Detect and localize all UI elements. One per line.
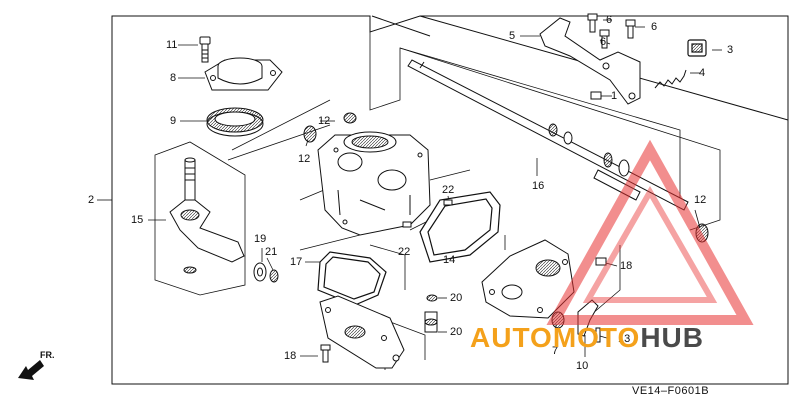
part-3-grommet	[687, 39, 707, 57]
label-19: 19	[254, 233, 267, 245]
part-4-spring	[654, 69, 687, 89]
part-22-pin	[402, 199, 453, 228]
figure-code: VE14–F0601B	[632, 385, 710, 397]
label-12c: 12	[694, 194, 707, 206]
watermark-part3: HUB	[640, 322, 704, 353]
label-12b: 12	[298, 153, 311, 165]
part-19-washer	[253, 262, 267, 282]
part-17-gasket	[317, 251, 387, 306]
watermark-part2: MOTO	[552, 322, 641, 353]
label-2: 2	[88, 194, 95, 206]
label-6b: 6	[600, 36, 607, 48]
label-8: 8	[170, 72, 177, 84]
part-14-gasket	[419, 191, 501, 263]
label-6c: 6	[651, 21, 658, 33]
label-12a: 12	[318, 115, 331, 127]
label-9: 9	[170, 115, 177, 127]
transmission-housing	[317, 131, 431, 236]
label-21: 21	[265, 246, 278, 258]
label-6a: 6	[606, 14, 613, 26]
watermark-part1: AUTO	[470, 322, 553, 353]
part-9-seal	[206, 107, 264, 137]
label-13: 13	[618, 333, 631, 345]
label-14: 14	[443, 254, 456, 266]
watermark-text: AUTOMOTOHUB	[470, 322, 704, 354]
label-22a: 22	[442, 184, 455, 196]
label-11: 11	[166, 39, 178, 51]
right-cover	[481, 239, 575, 319]
watermark-logo	[546, 139, 754, 325]
label-1: 1	[611, 90, 618, 102]
part-1-bolt	[590, 91, 602, 100]
part-21-washer	[269, 269, 279, 283]
part-18-bolt	[320, 257, 607, 363]
label-10: 10	[576, 360, 589, 372]
label-5: 5	[509, 30, 516, 42]
label-18b: 18	[620, 260, 633, 272]
part-11-bolt	[199, 36, 211, 63]
label-20b: 20	[450, 326, 463, 338]
part-8-cap	[204, 57, 283, 91]
label-20a: 20	[450, 292, 463, 304]
label-17: 17	[290, 256, 303, 268]
label-3: 3	[727, 44, 734, 56]
label-18a: 18	[284, 350, 297, 362]
label-15: 15	[131, 214, 144, 226]
label-22b: 22	[398, 246, 411, 258]
label-4: 4	[699, 67, 706, 79]
label-7: 7	[552, 345, 559, 357]
front-arrow-icon	[18, 360, 44, 380]
cover-plate	[319, 295, 405, 369]
label-16: 16	[532, 180, 545, 192]
part-6-bolt	[587, 13, 636, 49]
part-20-seal	[424, 294, 438, 333]
direction-label: FR.	[40, 350, 55, 360]
part-15-arm	[169, 157, 245, 274]
part-13-pin	[595, 327, 601, 343]
part-5-bracket	[539, 17, 641, 105]
